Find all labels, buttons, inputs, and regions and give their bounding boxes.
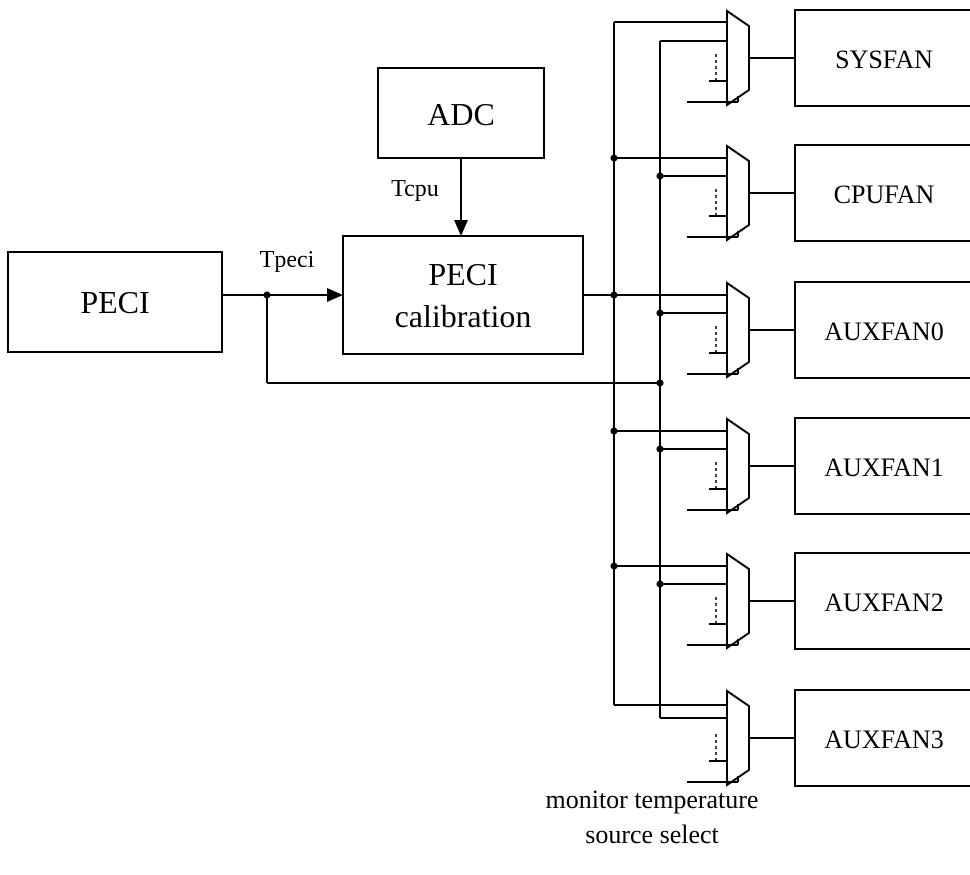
mux-cpufan — [726, 144, 750, 242]
peci-label: PECI — [80, 284, 149, 320]
peci-block: PECI — [7, 251, 223, 353]
fan-row-auxfan0: AUXFAN0 — [614, 281, 970, 379]
peci-calibration-block: PECI calibration — [342, 235, 584, 355]
fan-label-auxfan1: AUXFAN1 — [824, 453, 943, 482]
mux-auxfan2 — [726, 552, 750, 650]
fan-block-auxfan3 — [794, 689, 970, 787]
fan-row-sysfan: SYSFAN — [687, 9, 970, 107]
fan-block-auxfan1 — [794, 417, 970, 515]
junction — [610, 427, 618, 435]
fan-row-auxfan3: AUXFAN3 — [687, 689, 970, 787]
mux-auxfan0 — [726, 281, 750, 379]
tpeci-label: Tpeci — [260, 247, 315, 273]
calibration-label-line2: calibration — [395, 298, 532, 334]
mux-sysfan — [726, 9, 750, 107]
fan-label-sysfan: SYSFAN — [835, 45, 933, 74]
mux-auxfan1 — [726, 417, 750, 515]
fan-block-auxfan0 — [794, 281, 970, 379]
junction — [610, 154, 618, 162]
fan-block-auxfan2 — [794, 552, 970, 650]
fan-block-sysfan — [794, 9, 970, 107]
mux-auxfan3 — [726, 689, 750, 787]
junction — [610, 562, 618, 570]
junction — [656, 580, 664, 588]
fan-label-auxfan0: AUXFAN0 — [824, 317, 943, 346]
fan-label-auxfan3: AUXFAN3 — [824, 725, 943, 754]
junction — [656, 445, 664, 453]
calibration-label-line1: PECI — [428, 256, 497, 292]
junction — [656, 309, 664, 317]
wiring-left — [222, 158, 660, 384]
fan-label-cpufan: CPUFAN — [834, 180, 935, 209]
fan-row-auxfan2: AUXFAN2 — [610, 552, 970, 650]
tcpu-label: Tcpu — [391, 176, 439, 202]
fan-row-cpufan: CPUFAN — [610, 144, 970, 242]
junction-tpeci — [263, 291, 271, 299]
caption-line2: source select — [585, 820, 719, 849]
caption-line1: monitor temperature — [546, 785, 759, 814]
adc-label: ADC — [427, 96, 495, 132]
bus-lines — [613, 21, 727, 719]
junction — [656, 172, 664, 180]
adc-block: ADC — [377, 67, 545, 159]
junction-bus-raw — [656, 379, 664, 387]
fan-block-cpufan — [794, 144, 970, 242]
fan-label-auxfan2: AUXFAN2 — [824, 588, 943, 617]
fan-row-auxfan1: AUXFAN1 — [610, 417, 970, 515]
